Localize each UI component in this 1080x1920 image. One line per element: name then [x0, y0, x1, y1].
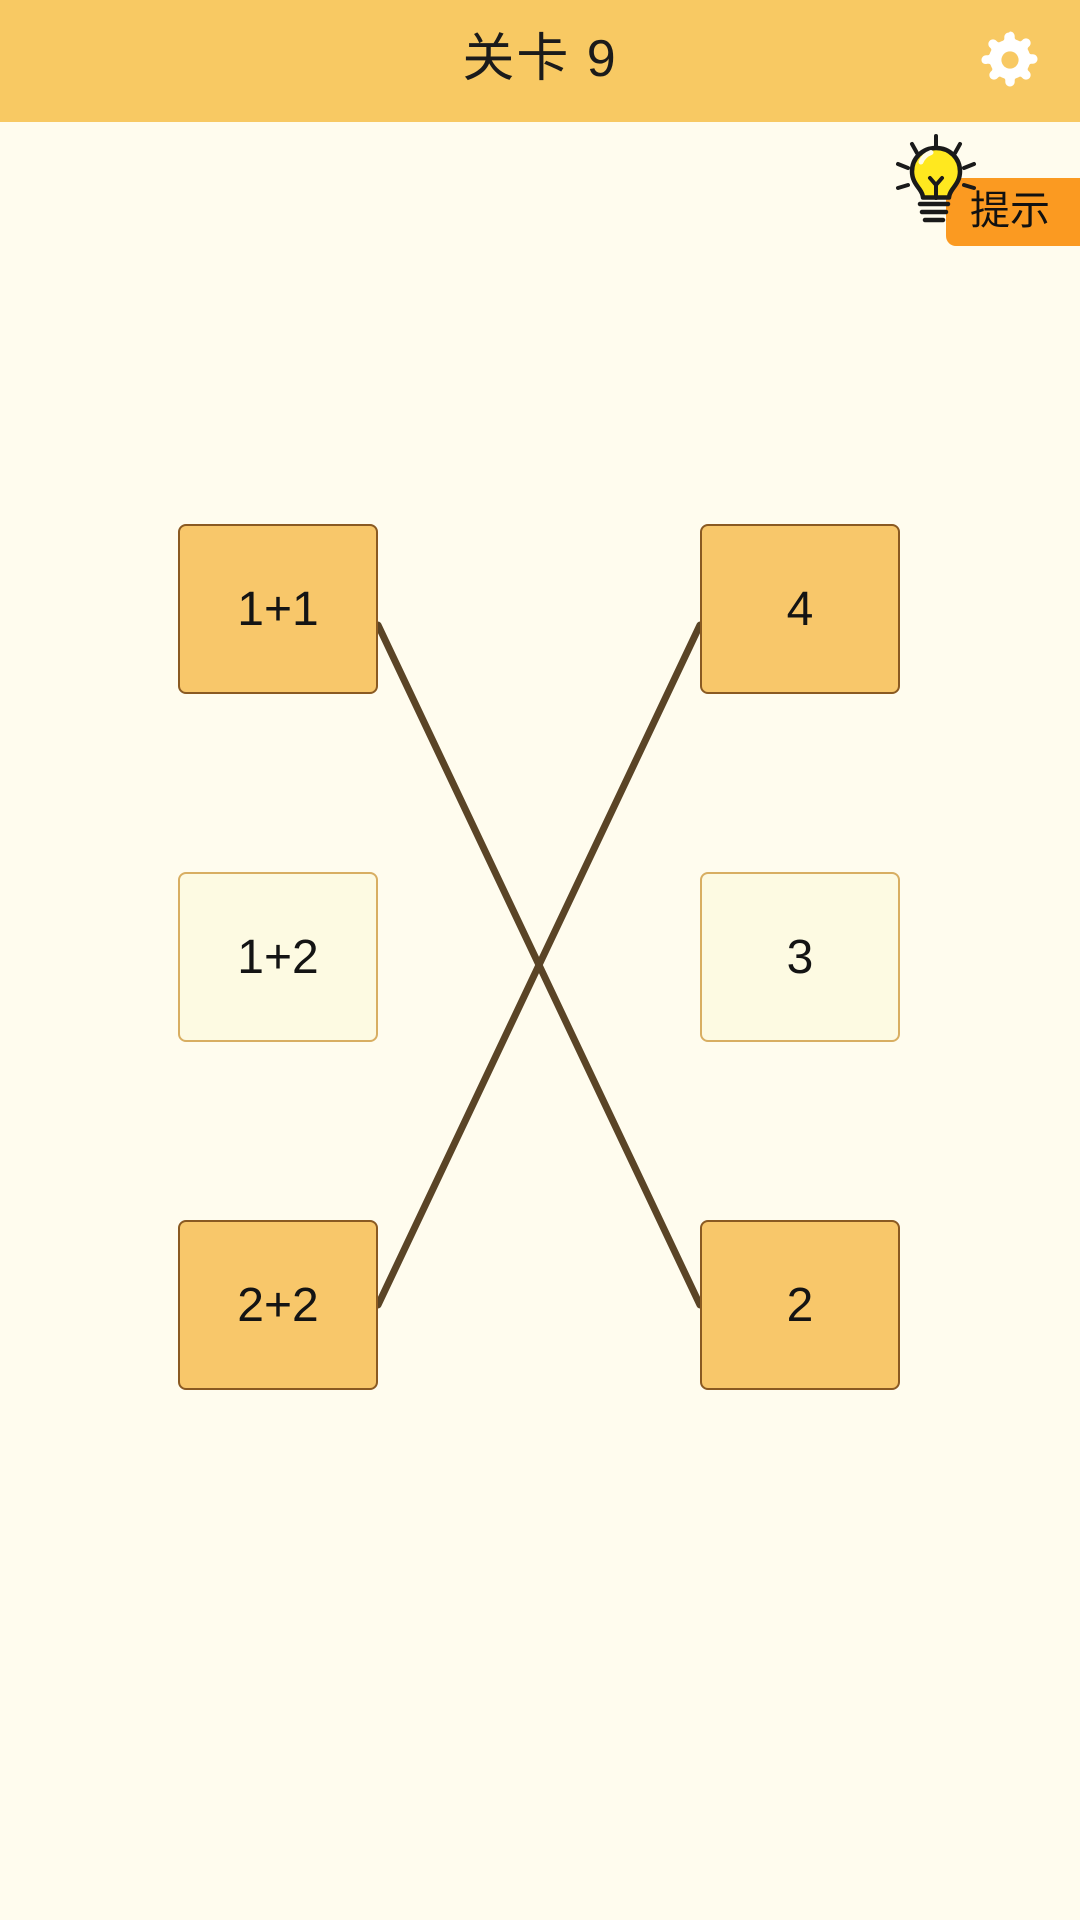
card-left-1plus1[interactable]: 1+1	[178, 524, 378, 694]
lightbulb-icon	[888, 130, 984, 234]
card-right-2[interactable]: 2	[700, 1220, 900, 1390]
connection-line	[374, 621, 704, 1309]
settings-button[interactable]	[962, 12, 1058, 108]
hint-panel-background	[946, 178, 1080, 246]
gear-icon	[974, 24, 1046, 96]
card-right-3[interactable]: 3	[700, 872, 900, 1042]
card-left-1plus2[interactable]: 1+2	[178, 872, 378, 1042]
page-title: 关卡 9	[462, 30, 618, 88]
card-left-2plus2[interactable]: 2+2	[178, 1220, 378, 1390]
app-header: 关卡 9	[0, 0, 1080, 122]
card-right-4[interactable]: 4	[700, 524, 900, 694]
connection-line	[374, 621, 704, 1309]
hint-label: 提示	[970, 189, 1050, 233]
hint-button[interactable]: 提示	[888, 130, 1080, 262]
